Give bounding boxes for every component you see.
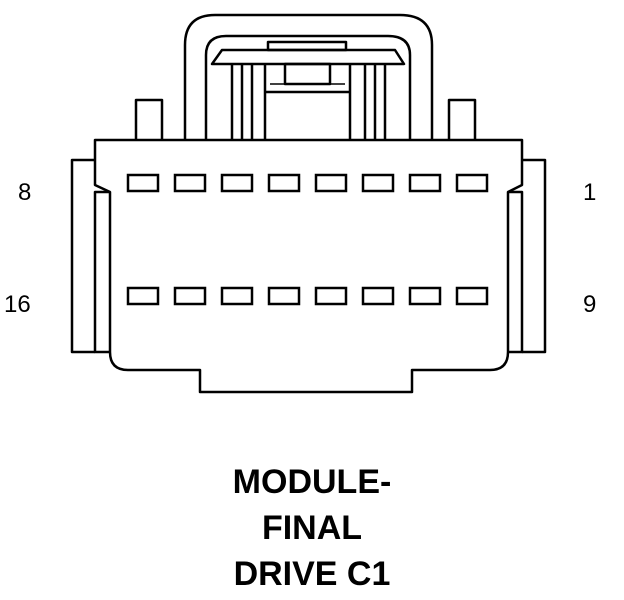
pin-cavity: [220, 173, 254, 193]
left-flange: [70, 158, 95, 354]
latch-arch-outer: [183, 13, 434, 140]
caption-line-2: FINAL: [261, 509, 363, 547]
pin-cavity: [408, 286, 442, 306]
pin-cavity: [455, 173, 489, 193]
pin-cavities: [126, 173, 489, 306]
right-post: [447, 98, 477, 140]
pin-cavity: [455, 286, 489, 306]
pin-cavity: [314, 173, 348, 193]
latch-window: [283, 62, 332, 86]
pin-label-8: 8: [18, 179, 32, 206]
pin-cavity: [220, 286, 254, 306]
pin-cavity: [173, 286, 207, 306]
right-flange: [522, 158, 547, 354]
pin-cavity: [408, 173, 442, 193]
latch-tongue: [263, 64, 352, 140]
pin-cavity: [173, 173, 207, 193]
pin-cavity: [314, 286, 348, 306]
caption-line-1: MODULE-: [232, 463, 392, 501]
housing-inner-edge-right: [508, 190, 524, 354]
housing-inner-edge: [93, 190, 110, 354]
left-post: [134, 98, 164, 140]
pin-cavity: [126, 286, 160, 306]
caption-line-3: DRIVE C1: [233, 555, 391, 593]
pin-label-1: 1: [583, 179, 597, 206]
pin-cavity: [267, 173, 301, 193]
connector-housing: [93, 138, 524, 394]
pin-label-16: 16: [4, 291, 31, 318]
latch-cap: [210, 48, 406, 66]
pin-label-9: 9: [583, 291, 597, 318]
pin-cavity: [126, 173, 160, 193]
latch-cap-tab: [266, 40, 348, 52]
pin-cavity: [267, 286, 301, 306]
pin-cavity: [361, 286, 395, 306]
latch-arch-inner: [204, 34, 412, 140]
pin-cavity: [361, 173, 395, 193]
